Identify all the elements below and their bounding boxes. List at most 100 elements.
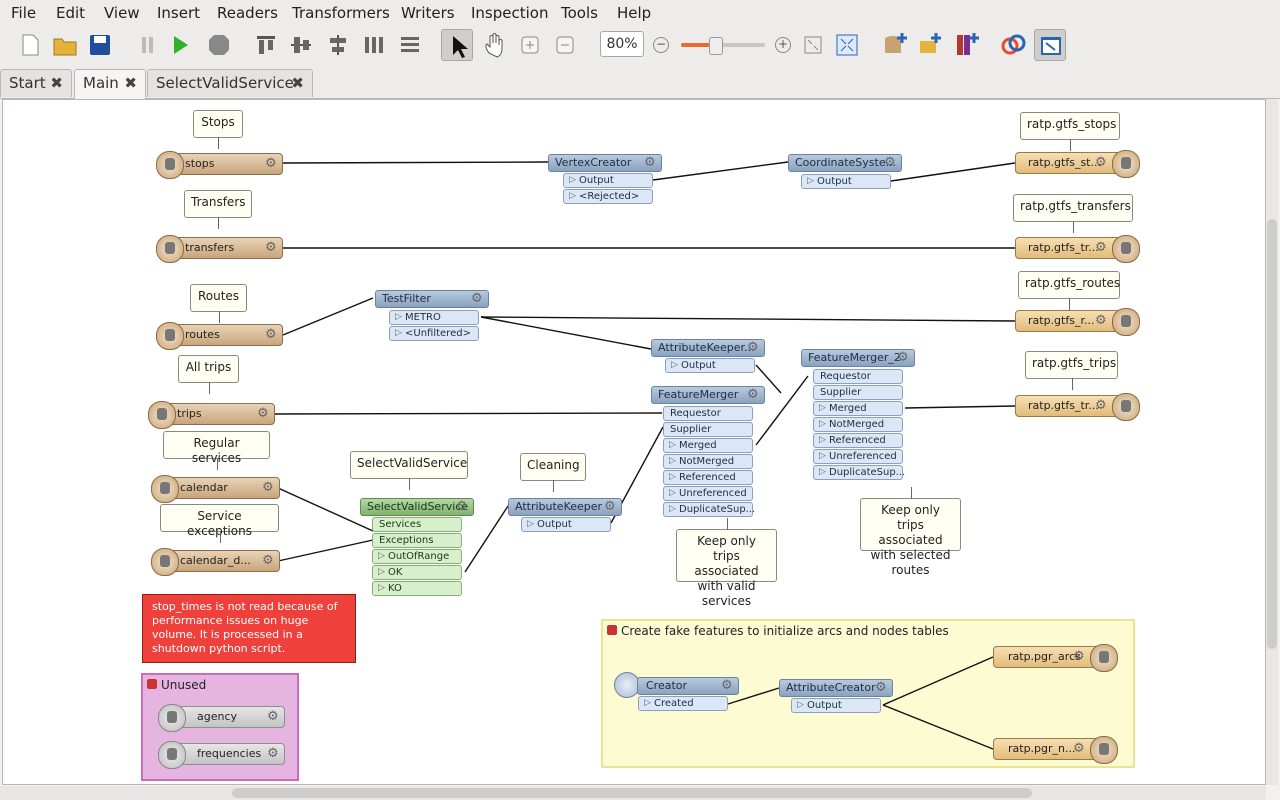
tab-start[interactable]: Start✖ — [0, 69, 72, 97]
port-output[interactable]: ▷Output — [801, 174, 891, 189]
zoom-fit-icon[interactable] — [797, 29, 829, 61]
annotation-service-exceptions[interactable]: Service exceptions — [160, 504, 279, 543]
menu-inspection[interactable]: Inspection — [471, 4, 549, 22]
port-notmerged[interactable]: ▷NotMerged — [663, 454, 753, 469]
new-file-icon[interactable] — [14, 29, 46, 61]
menu-transformers[interactable]: Transformers — [292, 4, 390, 22]
transformer-testfilter[interactable]: TestFilter⚙ — [375, 290, 489, 308]
gear-icon[interactable]: ⚙ — [1095, 240, 1107, 255]
gear-icon[interactable]: ⚙ — [1073, 649, 1085, 664]
pause-icon[interactable] — [132, 29, 164, 61]
transformer-featuremerger[interactable]: FeatureMerger⚙ — [651, 386, 765, 404]
run-icon[interactable] — [164, 29, 196, 61]
gear-icon[interactable]: ⚙ — [262, 553, 274, 568]
reader-calendar-dates[interactable]: calendar_d... ⚙ — [151, 548, 280, 576]
pan-hand-icon[interactable] — [478, 29, 510, 61]
menu-insert[interactable]: Insert — [157, 4, 201, 22]
writer-gtfs-trips[interactable]: ratp.gtfs_tr... ⚙ — [1015, 393, 1140, 421]
reader-frequencies[interactable]: frequencies ⚙ — [158, 741, 285, 769]
align-middle-icon[interactable] — [285, 29, 317, 61]
add-writer-icon[interactable] — [950, 29, 982, 61]
port-ko[interactable]: ▷KO — [372, 581, 462, 596]
horizontal-scrollbar[interactable] — [0, 786, 1266, 800]
gear-icon[interactable]: ⚙ — [471, 291, 483, 306]
port-output[interactable]: ▷Output — [521, 517, 611, 532]
annotation-cleaning[interactable]: Cleaning — [520, 453, 586, 492]
annotation-routes[interactable]: Routes — [190, 284, 247, 323]
zoom-in-icon[interactable]: + — [775, 37, 791, 53]
annotation-keep-valid-services[interactable]: Keep only trips associated with valid se… — [676, 518, 777, 608]
align-center-icon[interactable] — [322, 29, 354, 61]
port-outofrange[interactable]: ▷OutOfRange — [372, 549, 462, 564]
zoom-out-icon[interactable]: − — [653, 37, 669, 53]
port-metro[interactable]: ▷METRO — [389, 310, 479, 325]
gear-icon[interactable]: ⚙ — [265, 240, 277, 255]
close-icon[interactable]: ✖ — [50, 74, 63, 92]
port-output[interactable]: ▷Output — [791, 698, 881, 713]
add-reader-icon[interactable] — [880, 29, 912, 61]
inspector-icon[interactable] — [997, 29, 1029, 61]
annotation-transfers[interactable]: Transfers — [184, 190, 252, 229]
reader-calendar[interactable]: calendar ⚙ — [151, 475, 280, 503]
reader-agency[interactable]: agency ⚙ — [158, 704, 285, 732]
stop-icon[interactable] — [203, 29, 235, 61]
port-unreferenced[interactable]: ▷Unreferenced — [813, 449, 903, 464]
gear-icon[interactable]: ⚙ — [262, 480, 274, 495]
annotation-ratp-stops[interactable]: ratp.gtfs_stops — [1020, 112, 1120, 151]
transformer-featuremerger-2[interactable]: FeatureMerger_2⚙ — [801, 349, 915, 367]
distribute-horizontal-icon[interactable] — [358, 29, 390, 61]
annotation-ratp-trips[interactable]: ratp.gtfs_trips — [1025, 351, 1118, 390]
annotation-selectvalidservice[interactable]: SelectValidService — [350, 451, 468, 490]
add-transformer-icon[interactable] — [914, 29, 946, 61]
menu-file[interactable]: File — [11, 4, 37, 22]
workspace-canvas[interactable]: Create fake features to initialize arcs … — [2, 99, 1266, 785]
writer-gtfs-routes[interactable]: ratp.gtfs_r... ⚙ — [1015, 308, 1140, 336]
port-merged[interactable]: ▷Merged — [663, 438, 753, 453]
port-requestor[interactable]: Requestor — [663, 406, 753, 421]
annotation-ratp-routes[interactable]: ratp.gtfs_routes — [1018, 271, 1120, 310]
transformer-vertexcreator[interactable]: VertexCreator⚙ — [548, 154, 662, 172]
port-output[interactable]: ▷Output — [563, 173, 653, 188]
port-supplier[interactable]: Supplier — [813, 385, 903, 400]
menu-writers[interactable]: Writers — [401, 4, 455, 22]
annotation-keep-selected-routes[interactable]: Keep only trips associated with selected… — [860, 487, 961, 577]
gear-icon[interactable]: ⚙ — [604, 499, 616, 514]
open-folder-icon[interactable] — [49, 29, 81, 61]
transformer-selectvalidservice[interactable]: SelectValidService⚙ — [360, 498, 474, 516]
port-services[interactable]: Services — [372, 517, 462, 532]
vertical-scrollbar[interactable] — [1266, 99, 1278, 785]
port-notmerged[interactable]: ▷NotMerged — [813, 417, 903, 432]
port-created[interactable]: ▷Created — [638, 696, 728, 711]
gear-icon[interactable]: ⚙ — [1095, 313, 1107, 328]
gear-icon[interactable]: ⚙ — [747, 387, 759, 402]
annotation-regular-services[interactable]: Regular services — [163, 431, 270, 470]
port-unfiltered[interactable]: ▷<Unfiltered> — [389, 326, 479, 341]
note-stop-times[interactable]: stop_times is not read because of perfor… — [142, 594, 356, 663]
port-duplicatesupplier[interactable]: ▷DuplicateSup... — [813, 465, 905, 480]
port-rejected[interactable]: ▷<Rejected> — [563, 189, 653, 204]
port-referenced[interactable]: ▷Referenced — [813, 433, 903, 448]
distribute-vertical-icon[interactable] — [394, 29, 426, 61]
zoom-level-field[interactable]: 80% — [600, 31, 644, 57]
menu-readers[interactable]: Readers — [217, 4, 278, 22]
port-referenced[interactable]: ▷Referenced — [663, 470, 753, 485]
close-icon[interactable]: ✖ — [291, 74, 304, 92]
port-requestor[interactable]: Requestor — [813, 369, 903, 384]
tab-main[interactable]: Main✖ — [74, 69, 146, 99]
transformer-creator[interactable]: Creator⚙ — [637, 677, 739, 695]
menu-edit[interactable]: Edit — [56, 4, 86, 22]
reader-transfers[interactable]: transfers ⚙ — [156, 235, 283, 263]
gear-icon[interactable]: ⚙ — [1095, 398, 1107, 413]
gear-icon[interactable]: ⚙ — [721, 678, 733, 693]
save-icon[interactable] — [84, 29, 116, 61]
gear-icon[interactable]: ⚙ — [267, 746, 279, 761]
port-ok[interactable]: ▷OK — [372, 565, 462, 580]
menu-help[interactable]: Help — [617, 4, 652, 22]
port-unreferenced[interactable]: ▷Unreferenced — [663, 486, 753, 501]
gear-icon[interactable]: ⚙ — [875, 680, 887, 695]
annotation-all-trips[interactable]: All trips — [178, 355, 239, 394]
gear-icon[interactable]: ⚙ — [1095, 155, 1107, 170]
menu-view[interactable]: View — [104, 4, 140, 22]
writer-gtfs-stops[interactable]: ratp.gtfs_st... ⚙ — [1015, 150, 1140, 178]
transformer-attributecreator[interactable]: AttributeCreator⚙ — [779, 679, 893, 697]
